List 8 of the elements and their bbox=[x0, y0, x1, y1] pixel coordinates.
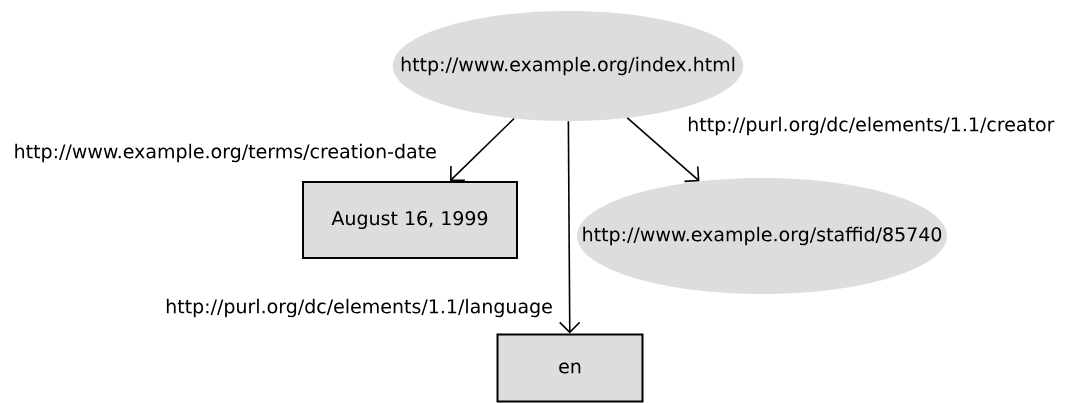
ellipse-node: http://www.example.org/staffid/85740 bbox=[577, 178, 947, 294]
arrow bbox=[449, 117, 515, 182]
literal-box: en bbox=[496, 333, 644, 403]
literal-box: August 16, 1999 bbox=[302, 181, 518, 259]
arrow bbox=[626, 117, 700, 183]
edge-label: http://purl.org/dc/elements/1.1/language bbox=[164, 297, 554, 319]
arrow bbox=[558, 120, 581, 334]
edge-label: http://www.example.org/terms/creation-date bbox=[12, 142, 438, 164]
